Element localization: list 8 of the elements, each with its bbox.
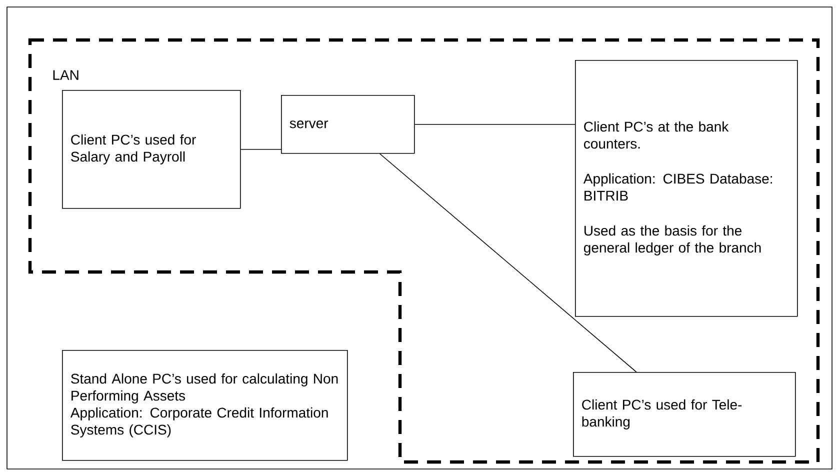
connector-line — [380, 153, 637, 372]
connector-line — [240, 149, 282, 150]
text-box: Stand Alone PC’s used for calculating Non Performing Assets Application: Corporate Credit Information Systems (CCIS) — [62, 350, 348, 461]
connector-line — [414, 124, 576, 125]
text-box: Client PC’s at the bank counters. Application: CIBES Database: BITRIB Used as the basis for the general ledger of the branch — [575, 60, 798, 317]
text-box: server — [281, 95, 415, 154]
text-box: Client PC’s used for Salary and Payroll — [62, 90, 241, 209]
text-box: Client PC’s used for Tele-banking — [573, 372, 796, 457]
